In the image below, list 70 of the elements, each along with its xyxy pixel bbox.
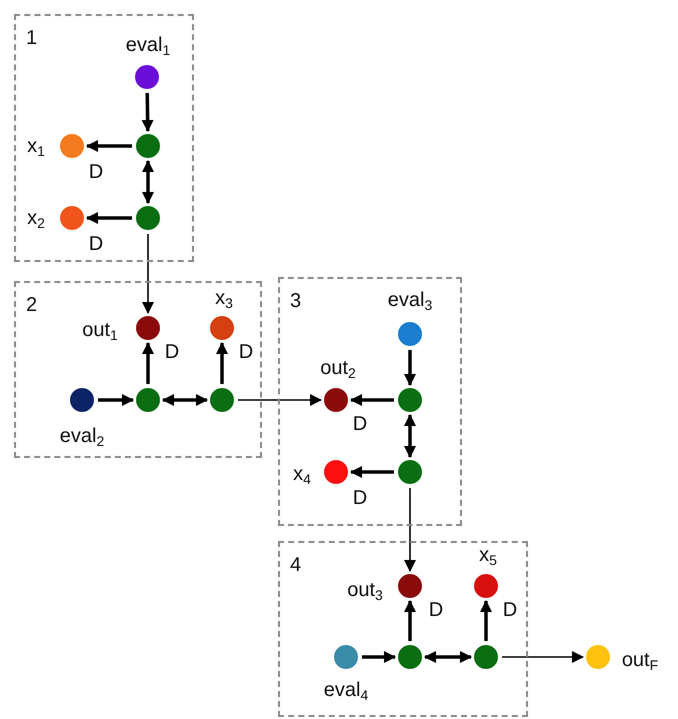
edge-label: D <box>352 488 368 508</box>
arrow <box>424 651 472 663</box>
node-label: x$_{3}$ <box>215 288 233 308</box>
edge-label: D <box>352 414 368 434</box>
arrow <box>98 394 134 406</box>
arrow <box>142 234 154 314</box>
node-label: out$_{2}$ <box>320 358 356 378</box>
arrow <box>404 350 416 386</box>
arrow <box>404 414 416 458</box>
arrow <box>404 488 416 572</box>
node-label: x$_{5}$ <box>479 545 497 565</box>
arrow <box>350 394 394 406</box>
node-circle <box>210 316 234 340</box>
node-circle <box>398 388 422 412</box>
arrow <box>86 140 132 152</box>
node-label: eval$_{4}$ <box>324 680 368 700</box>
edge-label: D <box>502 600 518 620</box>
arrow <box>216 342 228 384</box>
node-circle <box>135 65 159 89</box>
group-number: 4 <box>290 555 302 575</box>
arrow <box>362 651 396 663</box>
node-circle <box>398 322 422 346</box>
dashed-group-box <box>14 14 194 262</box>
node-circle <box>474 574 498 598</box>
node-circle <box>334 645 358 669</box>
dashed-group-box <box>278 541 528 717</box>
node-circle <box>136 206 160 230</box>
node-label: x$_{1}$ <box>27 136 45 156</box>
group-number: 1 <box>26 28 38 48</box>
node-label: out$_{1}$ <box>82 320 118 340</box>
node-label: eval$_{2}$ <box>60 426 104 446</box>
dashed-group-box <box>14 281 262 458</box>
arrow <box>142 160 154 204</box>
node-label: x$_{4}$ <box>293 464 311 484</box>
node-label: x$_{2}$ <box>27 208 45 228</box>
arrow <box>142 92 154 132</box>
node-circle <box>210 388 234 412</box>
node-label: eval$_{1}$ <box>126 35 170 55</box>
node-circle <box>474 645 498 669</box>
node-circle <box>136 388 160 412</box>
arrow <box>350 466 394 478</box>
node-circle <box>324 460 348 484</box>
arrow <box>238 394 322 406</box>
dashed-group-box <box>278 277 462 526</box>
node-circle <box>398 574 422 598</box>
arrow <box>480 600 492 641</box>
node-circle <box>398 645 422 669</box>
node-circle <box>586 645 610 669</box>
node-circle <box>136 316 160 340</box>
edge-label: D <box>238 342 254 362</box>
node-circle <box>60 134 84 158</box>
arrow <box>162 394 208 406</box>
node-circle <box>324 388 348 412</box>
node-circle <box>60 206 84 230</box>
arrow <box>404 600 416 641</box>
edge-label: D <box>428 600 444 620</box>
group-number: 2 <box>26 295 38 315</box>
node-circle <box>398 460 422 484</box>
arrow <box>86 212 132 224</box>
node-label: out$_{F}$ <box>622 650 658 670</box>
node-circle <box>70 388 94 412</box>
group-number: 3 <box>290 291 302 311</box>
node-label: eval$_{3}$ <box>388 290 432 310</box>
edge-label: D <box>164 342 180 362</box>
node-label: out$_{3}$ <box>347 580 383 600</box>
arrow <box>502 651 584 663</box>
edge-label: D <box>88 162 104 182</box>
arrow <box>142 342 154 384</box>
node-circle <box>136 134 160 158</box>
edge-label: D <box>88 234 104 254</box>
